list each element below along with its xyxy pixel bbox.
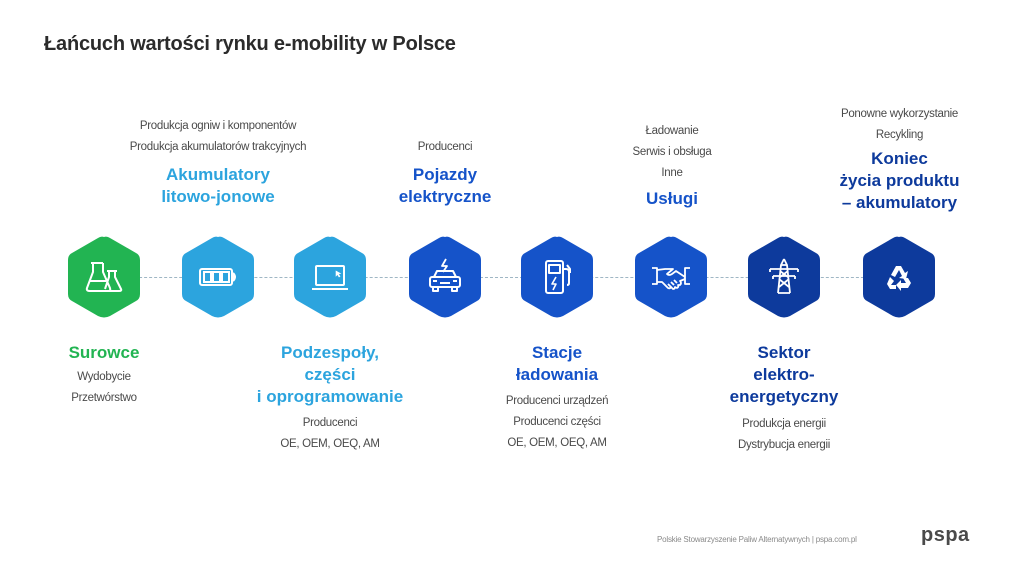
stage-heading: elektryczne [398,187,492,206]
page-title: Łańcuch wartości rynku e-mobility w Pols… [44,33,456,55]
footer-text: Polskie Stowarzyszenie Paliw Alternatywn… [657,535,857,544]
stage-heading: Stacje [531,343,583,362]
stage-hexagon-pojazdy [407,235,483,319]
recycle-icon [887,266,911,291]
stage-heading: Koniec [871,149,928,168]
stage-hexagon-sektor [746,235,822,319]
stage-detail: Producenci części [513,416,601,428]
stage-label-stacje: Stacje ładowania Producenci urządzeń Pro… [487,342,627,454]
electric-car-icon [429,258,461,292]
stage-heading: elektro- [753,365,815,384]
stage-detail: OE, OEM, OEQ, AM [507,437,607,449]
stage-hexagon-stacje [519,235,595,319]
stage-detail: Dystrybucja energii [737,439,831,451]
stage-heading: Akumulatory [166,165,270,184]
stage-detail: Wydobycie [77,371,131,383]
stage-detail: OE, OEM, OEQ, AM [280,438,380,450]
stage-detail: Produkcja ogniw i komponentów [139,120,297,132]
charging-station-icon [545,260,571,294]
laptop-icon [312,265,348,290]
stage-heading: ładowania [515,365,599,384]
stage-hexagon-uslugi [633,235,709,319]
stage-detail: Inne [661,167,683,179]
stage-heading: Sektor [757,343,811,362]
power-pylon-icon [769,258,799,294]
flask-icon [85,262,123,292]
stage-detail: Produkcja akumulatorów trakcyjnych [129,141,307,153]
stage-heading: Usługi [646,189,698,208]
stage-heading: – akumulatory [841,193,958,212]
battery-icon [199,268,236,286]
stage-hexagon-podzespoly [292,235,368,319]
stage-heading: i oprogramowanie [256,387,404,406]
stage-heading: części [304,365,356,384]
stage-hexagon-surowce [66,235,142,319]
stage-detail: Serwis i obsługa [632,146,712,158]
stage-hexagon-akumulatory [180,235,256,319]
stage-heading: życia produktu [839,171,960,190]
pspa-logo: pspa [921,524,970,546]
stage-heading: litowo-jonowe [161,187,275,206]
stage-detail: Recykling [875,129,924,141]
stage-detail: Producenci [302,417,358,429]
stage-heading: Pojazdy [412,165,478,184]
stage-label-uslugi: Ładowanie Serwis i obsługa Inne Usługi [602,121,742,210]
stage-detail: Ponowne wykorzystanie [840,108,959,120]
stage-detail: Producenci [417,141,473,153]
stage-label-surowce: Surowce Wydobycie Przetwórstwo [44,342,164,409]
stage-label-sektor: Sektor elektro- energetyczny Produkcja e… [714,342,854,456]
stage-hexagon-koniec [861,235,937,319]
stage-label-podzespoly: Podzespoły, części i oprogramowanie Prod… [230,342,430,455]
stage-heading: energetyczny [729,387,839,406]
stage-detail: Produkcja energii [742,418,826,430]
stage-detail: Producenci urządzeń [505,395,609,407]
stage-label-koniec: Ponowne wykorzystanie Recykling Koniec ż… [822,104,977,214]
stage-detail: Ładowanie [645,125,699,137]
stage-detail: Przetwórstwo [71,392,137,404]
stage-heading: Podzespoły, [281,343,379,362]
stage-label-akumulatory: Produkcja ogniw i komponentów Produkcja … [98,116,338,208]
stage-label-pojazdy: Producenci Pojazdy elektryczne [375,137,515,208]
handshake-icon [652,267,690,290]
stage-heading: Surowce [68,343,140,362]
value-chain-connector-line [104,277,899,278]
